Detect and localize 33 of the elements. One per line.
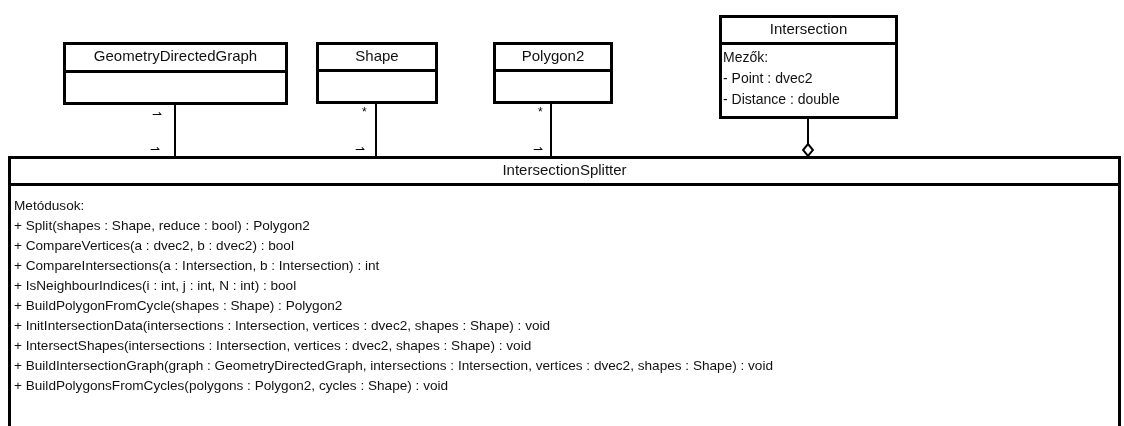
aggregation-line xyxy=(802,118,814,157)
member-text: + Split(shapes : Shape, reduce : bool) : Polygon2 xyxy=(14,217,310,235)
member-text: + InitIntersectionData(intersections : Intersection, vertices : dvec2, shapes : Shape) : void xyxy=(14,317,551,335)
multiplicity-label: ⇀ xyxy=(355,143,365,155)
member-text: + BuildPolygonsFromCycles(polygons : Polygon2, cycles : Shape) : void xyxy=(14,377,449,395)
class-name: IntersectionSplitter xyxy=(502,161,627,178)
association-line xyxy=(375,103,377,157)
class-name: Intersection xyxy=(769,20,848,37)
section-heading: Mezők: xyxy=(723,48,769,67)
class-box xyxy=(719,15,898,119)
class-box xyxy=(493,42,613,104)
class-box xyxy=(8,156,1121,426)
association-line xyxy=(550,103,552,157)
class-name: Shape xyxy=(355,47,399,64)
member-text: + BuildPolygonFromCycle(shapes : Shape) : Polygon2 xyxy=(14,297,343,315)
class-name: GeometryDirectedGraph xyxy=(93,47,258,64)
class-box xyxy=(63,42,288,105)
member-text: - Distance : double xyxy=(723,90,840,109)
multiplicity-label: ⇀ xyxy=(533,143,543,155)
multiplicity-label: * xyxy=(362,106,367,118)
member-text: + CompareVertices(a : dvec2, b : dvec2) : bool xyxy=(14,237,294,255)
multiplicity-label: ⇀ xyxy=(150,143,160,155)
class-box xyxy=(316,42,438,104)
class-name: Polygon2 xyxy=(521,47,585,64)
association-line xyxy=(174,104,176,157)
section-heading: Metódusok: xyxy=(14,197,85,215)
member-text: - Point : dvec2 xyxy=(723,69,813,88)
multiplicity-label: * xyxy=(538,106,543,118)
member-text: + IsNeighbourIndices(i : int, j : int, N : int) : bool xyxy=(14,277,297,295)
multiplicity-label: ⇀ xyxy=(152,108,162,120)
member-text: + IntersectShapes(intersections : Intersection, vertices : dvec2, shapes : Shape) : void xyxy=(14,337,532,355)
member-text: + CompareIntersections(a : Intersection, b : Intersection) : int xyxy=(14,257,380,275)
member-text: + BuildIntersectionGraph(graph : GeometryDirectedGraph, intersections : Intersection, vertices : dvec2, shapes : Shape) : void xyxy=(14,357,773,375)
